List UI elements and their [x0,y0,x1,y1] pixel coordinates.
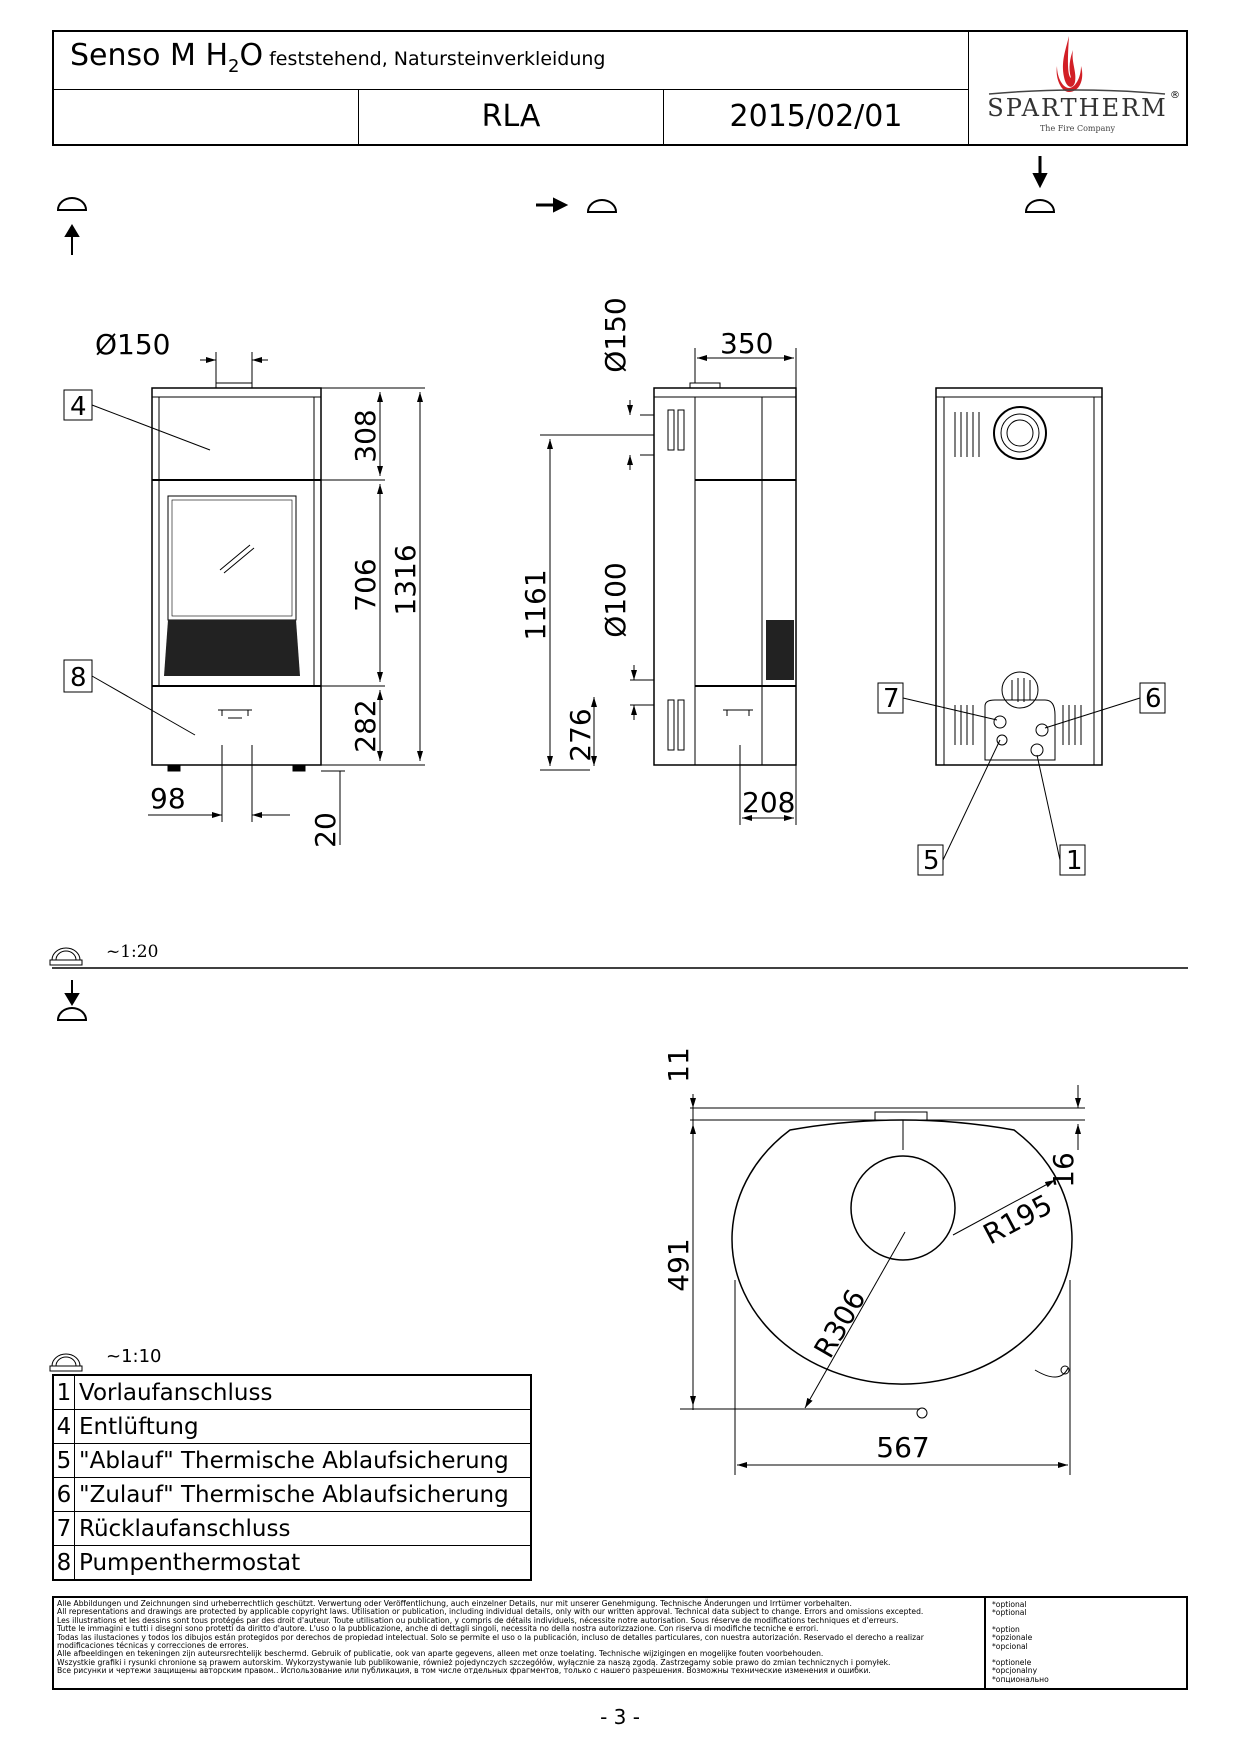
dim-276: 276 [564,708,597,761]
legend-label: "Zulauf" Thermische Ablaufsicherung [74,1477,532,1512]
side-view-icon [536,197,618,213]
drawing-date: 2015/02/01 [664,90,969,144]
scale-label-top: ~1:10 [106,1346,162,1367]
callout-1: 1 [1066,846,1083,876]
legend-num: 6 [52,1477,75,1512]
back-view: 7 6 5 1 [877,387,1166,876]
dim-1161: 1161 [519,569,552,640]
dim-350: 350 [720,327,773,360]
copyright-nl: Alle afbeeldingen en tekeningen zijn aut… [57,1649,824,1659]
copyright-it: Tutte le immagini e tutti i disegni sono… [57,1624,819,1634]
copyright-pl: Wszystkie grafiki i rysunki chronione są… [57,1657,891,1667]
flame-icon [988,36,1166,95]
model-subscript: 2 [228,56,240,77]
back-view-icon [1024,156,1056,213]
scale-icon-top [49,1353,83,1372]
scale-label-views: ~1:20 [106,942,158,962]
copyright-de: Alle Abbildungen und Zeichnungen sind ur… [57,1599,852,1608]
legend-label: Entlüftung [74,1409,532,1444]
callout-4: 4 [70,392,87,422]
copyright-en: All representations and drawings are pro… [57,1607,924,1617]
dim-491: 491 [662,1238,695,1291]
model-name: Senso M H [70,38,229,73]
copyright-fr: Les illustrations et les dessins sont to… [57,1615,899,1625]
model-name-end: O [239,38,264,73]
model-subtitle: feststehend, Natursteinverkleidung [269,48,606,70]
legend-label: Vorlaufanschluss [74,1374,532,1410]
optional-ru: *опционально [992,1674,1049,1684]
front-view-icon [56,197,88,255]
callout-6: 6 [1145,684,1162,714]
callout-8: 8 [70,663,87,693]
optional-pl: *opcjonalny [992,1666,1038,1676]
callout-5: 5 [923,846,940,876]
dim-100: Ø100 [599,562,632,637]
legend-label: Pumpenthermostat [74,1545,532,1581]
drawing-code: RLA [359,90,664,144]
spartherm-logo: SPARTHERM ® The Fire Company [969,32,1186,144]
front-view: Ø150 308 706 282 1316 20 98 4 8 [63,328,425,848]
dim-308: 308 [349,409,382,462]
dim-282: 282 [349,699,382,752]
optional-es: *opcional [992,1641,1028,1651]
copyright-ru: Все рисунки и чертежи защищены авторским… [57,1666,871,1676]
optional-translations: *optional *optional *option *opzionale *… [984,1598,1186,1688]
optional-en: *optional [992,1608,1027,1618]
optional-nl: *optionele [992,1658,1032,1668]
dim-r195: R195 [978,1188,1058,1251]
page-number: - 3 - [600,1705,640,1729]
legend-row: 5"Ablauf" Thermische Ablaufsicherung [52,1443,532,1478]
legend-num: 7 [52,1511,75,1546]
copyright-text: Alle Abbildungen und Zeichnungen sind ur… [57,1599,982,1676]
dim-r306: R306 [807,1284,872,1364]
dim-side-flue: Ø150 [599,297,632,372]
dim-16: 16 [1047,1152,1080,1188]
legend-label: "Ablauf" Thermische Ablaufsicherung [74,1443,532,1478]
logo-tagline: The Fire Company [1039,124,1116,133]
side-view: Ø150 350 1161 Ø100 276 208 [519,297,797,825]
legend-num: 5 [52,1443,75,1478]
legend-row: 6"Zulauf" Thermische Ablaufsicherung [52,1477,532,1512]
optional-de: *optional [992,1600,1027,1609]
dim-98: 98 [150,782,186,815]
dim-flue-diameter: Ø150 [95,328,170,361]
dim-20: 20 [309,812,342,848]
logo-brand: SPARTHERM [987,94,1168,122]
copyright-es: Todas las ilustaciones y todos los dibuj… [57,1632,924,1651]
legend-num: 4 [52,1409,75,1444]
logo-registered: ® [1170,90,1180,101]
empty-cell [54,90,359,144]
dim-11: 11 [662,1047,695,1083]
top-view: R195 R306 11 491 16 567 [662,1047,1085,1475]
scale-icon [49,947,83,966]
optional-fr: *option [992,1624,1020,1634]
top-view-icon [56,980,88,1021]
dim-706: 706 [349,558,382,611]
optional-it: *opzionale [992,1633,1033,1643]
dim-567: 567 [876,1431,929,1464]
legend-num: 8 [52,1545,75,1581]
legend-label: Rücklaufanschluss [74,1511,532,1546]
copyright-footer: Alle Abbildungen und Zeichnungen sind ur… [52,1596,1188,1690]
dim-1316: 1316 [389,544,422,615]
dim-208: 208 [742,786,795,819]
callout-7: 7 [883,684,900,714]
legend-num: 1 [52,1374,75,1410]
